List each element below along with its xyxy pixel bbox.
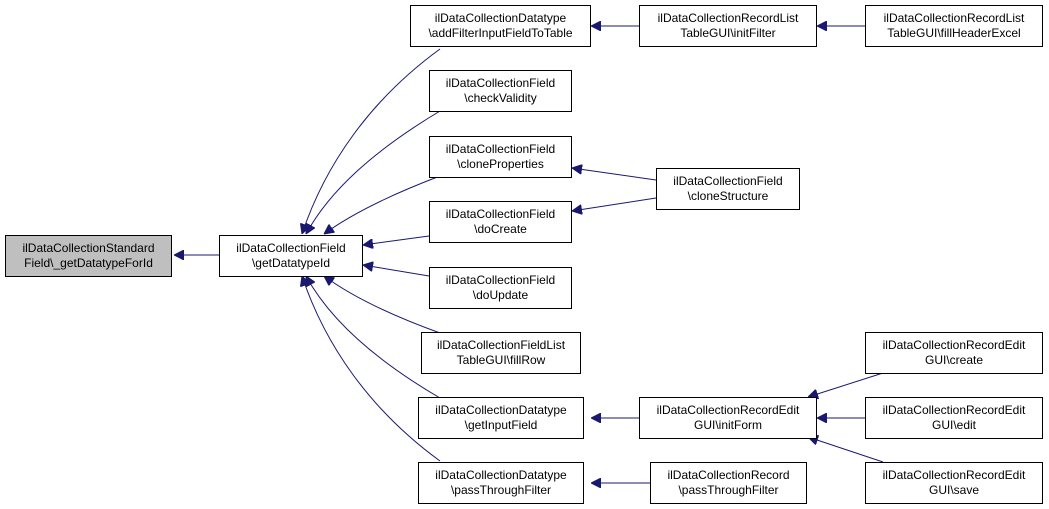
node-line-2: GUI\initForm [693,418,762,432]
node-fillrow[interactable]: ilDataCollectionFieldList TableGUI\fillR… [421,332,581,374]
edge-addfilter-to-getdatatypeid [302,48,441,234]
edge-fillrow-to-getdatatypeid [324,276,441,334]
node-line-1: ilDataCollectionRecordList [657,11,799,25]
node-recordedit-create[interactable]: ilDataCollectionRecordEdit GUI\create [865,332,1043,374]
node-initfilter[interactable]: ilDataCollectionRecordList TableGUI\init… [639,5,817,47]
node-line-1: ilDataCollectionFieldList [436,338,566,352]
node-getdatatypeid[interactable]: ilDataCollectionField \getDatatypeId [219,235,363,277]
node-line-2: \passThroughFilter [450,483,552,497]
node-fillheaderexcel[interactable]: ilDataCollectionRecordList TableGUI\fill… [865,5,1043,47]
node-line-2: \doUpdate [472,288,529,302]
edge-create-to-initform [808,372,884,397]
node-line-2: \getDatatypeId [251,256,331,270]
edge-save-to-initform [808,437,884,463]
node-passthroughfilter-datatype[interactable]: ilDataCollectionDatatype \passThroughFil… [418,462,584,504]
node-recordedit-save[interactable]: ilDataCollectionRecordEdit GUI\save [865,462,1043,504]
node-getinputfield[interactable]: ilDataCollectionDatatype \getInputField [418,397,584,439]
node-line-1: ilDataCollectionField [445,273,556,287]
edge-getinputfield-to-getdatatypeid [306,276,441,399]
node-line-1: ilDataCollectionStandard [22,241,155,255]
edge-checkvalidity-to-getdatatypeid [306,110,441,234]
node-clonestructure[interactable]: ilDataCollectionField \cloneStructure [656,168,800,210]
node-line-1: ilDataCollectionDatatype [435,403,567,417]
edge-doupdate-to-getdatatypeid [363,265,430,277]
edge-docreate-to-getdatatypeid [363,235,430,245]
node-line-2: \checkValidity [464,91,537,105]
node-docreate[interactable]: ilDataCollectionField \doCreate [429,201,572,243]
node-line-1: ilDataCollectionRecordList [883,11,1025,25]
node-line-1: ilDataCollectionField [445,142,556,156]
node-line-1: ilDataCollectionField [236,241,346,255]
node-line-2: GUI\save [928,483,979,497]
node-line-1: ilDataCollectionRecordEdit [656,403,800,417]
node-line-1: ilDataCollectionDatatype [435,468,567,482]
node-doupdate[interactable]: ilDataCollectionField \doUpdate [429,267,572,309]
node-checkvalidity[interactable]: ilDataCollectionField \checkValidity [429,70,572,112]
edge-cloneproperties-to-getdatatypeid [324,175,441,234]
node-line-1: ilDataCollectionRecordEdit [882,403,1026,417]
node-line-1: ilDataCollectionDatatype [434,11,567,25]
node-line-1: ilDataCollectionRecordEdit [882,338,1026,352]
node-line-1: ilDataCollectionField [445,76,556,90]
node-line-2: \cloneProperties [457,157,544,171]
node-line-2: Field\_getDatatypeForId [24,256,153,270]
node-line-2: \doCreate [474,222,527,236]
node-cloneproperties[interactable]: ilDataCollectionField \cloneProperties [429,136,572,178]
node-line-2: \getInputField [464,418,538,432]
node-line-2: GUI\edit [931,418,976,432]
node-addfilterinputfieldtotable[interactable]: ilDataCollectionDatatype \addFilterInput… [410,5,591,47]
node-line-2: \cloneStructure [687,189,769,203]
node-line-1: ilDataCollectionRecord [667,468,790,482]
node-line-2: \passThroughFilter [678,483,779,497]
node-line-2: TableGUI\initFilter [680,26,776,40]
node-line-2: TableGUI\fillRow [456,353,546,367]
node-line-1: ilDataCollectionRecordEdit [882,468,1026,482]
edge-clonestructure-to-cloneproperties [572,168,657,181]
node-line-2: TableGUI\fillHeaderExcel [887,26,1021,40]
node-line-2: GUI\create [924,353,984,367]
node-record-passthroughfilter[interactable]: ilDataCollectionRecord \passThroughFilte… [650,462,807,504]
node-line-2: \addFilterInputFieldToTable [428,26,573,40]
node-line-1: ilDataCollectionField [445,207,556,221]
node-recordedit-edit[interactable]: ilDataCollectionRecordEdit GUI\edit [865,397,1043,439]
node-line-1: ilDataCollectionField [673,174,783,188]
edge-clonestructure-to-docreate [572,197,657,211]
edge-passthrough-dt-to-getdatatypeid [302,276,441,462]
node-initform[interactable]: ilDataCollectionRecordEdit GUI\initForm [639,397,817,439]
node-root-getdatatypeforid: ilDataCollectionStandard Field\_getDatat… [5,235,172,277]
